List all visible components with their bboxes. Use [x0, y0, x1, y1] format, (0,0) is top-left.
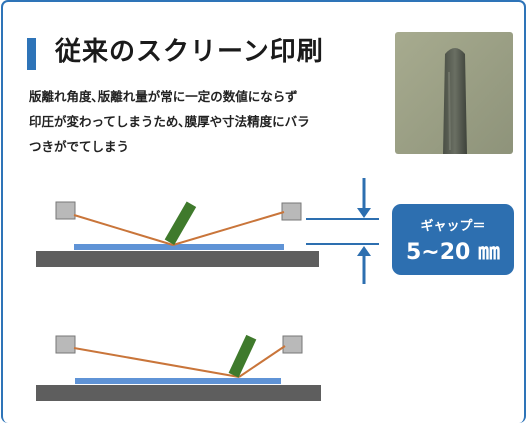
lower-diagram: [36, 334, 321, 401]
frame-block-right-top: [281, 202, 302, 221]
squeegee-photo: [395, 32, 513, 154]
screen-line-left-bottom: [73, 347, 240, 378]
printing-diagram: [36, 178, 379, 401]
squeegee-top: [164, 201, 197, 246]
platform-top: [36, 251, 319, 267]
description: 版離れ角度､版離れ量が常に一定の数値にならず 印圧が変わってしまうため､膜厚や寸…: [29, 84, 389, 159]
screen-line-right-bottom: [238, 345, 286, 378]
squeegee-bottom: [228, 334, 257, 378]
gap-arrow-down-head: [357, 208, 371, 218]
gap-indicator: [306, 178, 379, 284]
frame-block-left-top: [55, 201, 76, 220]
gap-label: ギャップ＝: [420, 219, 486, 234]
frame-block-right-bottom: [282, 335, 303, 354]
platform-bottom: [36, 385, 321, 401]
description-line: つきがでてしまう: [29, 139, 130, 154]
screen-line-left-top: [73, 214, 174, 246]
upper-diagram: [36, 201, 319, 267]
description-line: 版離れ角度､版離れ量が常に一定の数値にならず: [29, 89, 298, 104]
gap-value: 5~20 ㎜: [405, 240, 501, 265]
page-title: 従来のスクリーン印刷: [55, 37, 324, 67]
substrate-bottom: [75, 378, 281, 384]
description-line: 印圧が変わってしまうため､膜厚や寸法精度にバラ: [29, 114, 310, 129]
frame-block-left-bottom: [55, 335, 76, 354]
gap-arrow-up-head: [357, 246, 371, 256]
substrate-top: [74, 244, 284, 250]
screen-line-right-top: [172, 211, 285, 246]
title-accent-bar: [27, 38, 36, 70]
gap-badge: ギャップ＝ 5~20 ㎜: [392, 204, 514, 275]
